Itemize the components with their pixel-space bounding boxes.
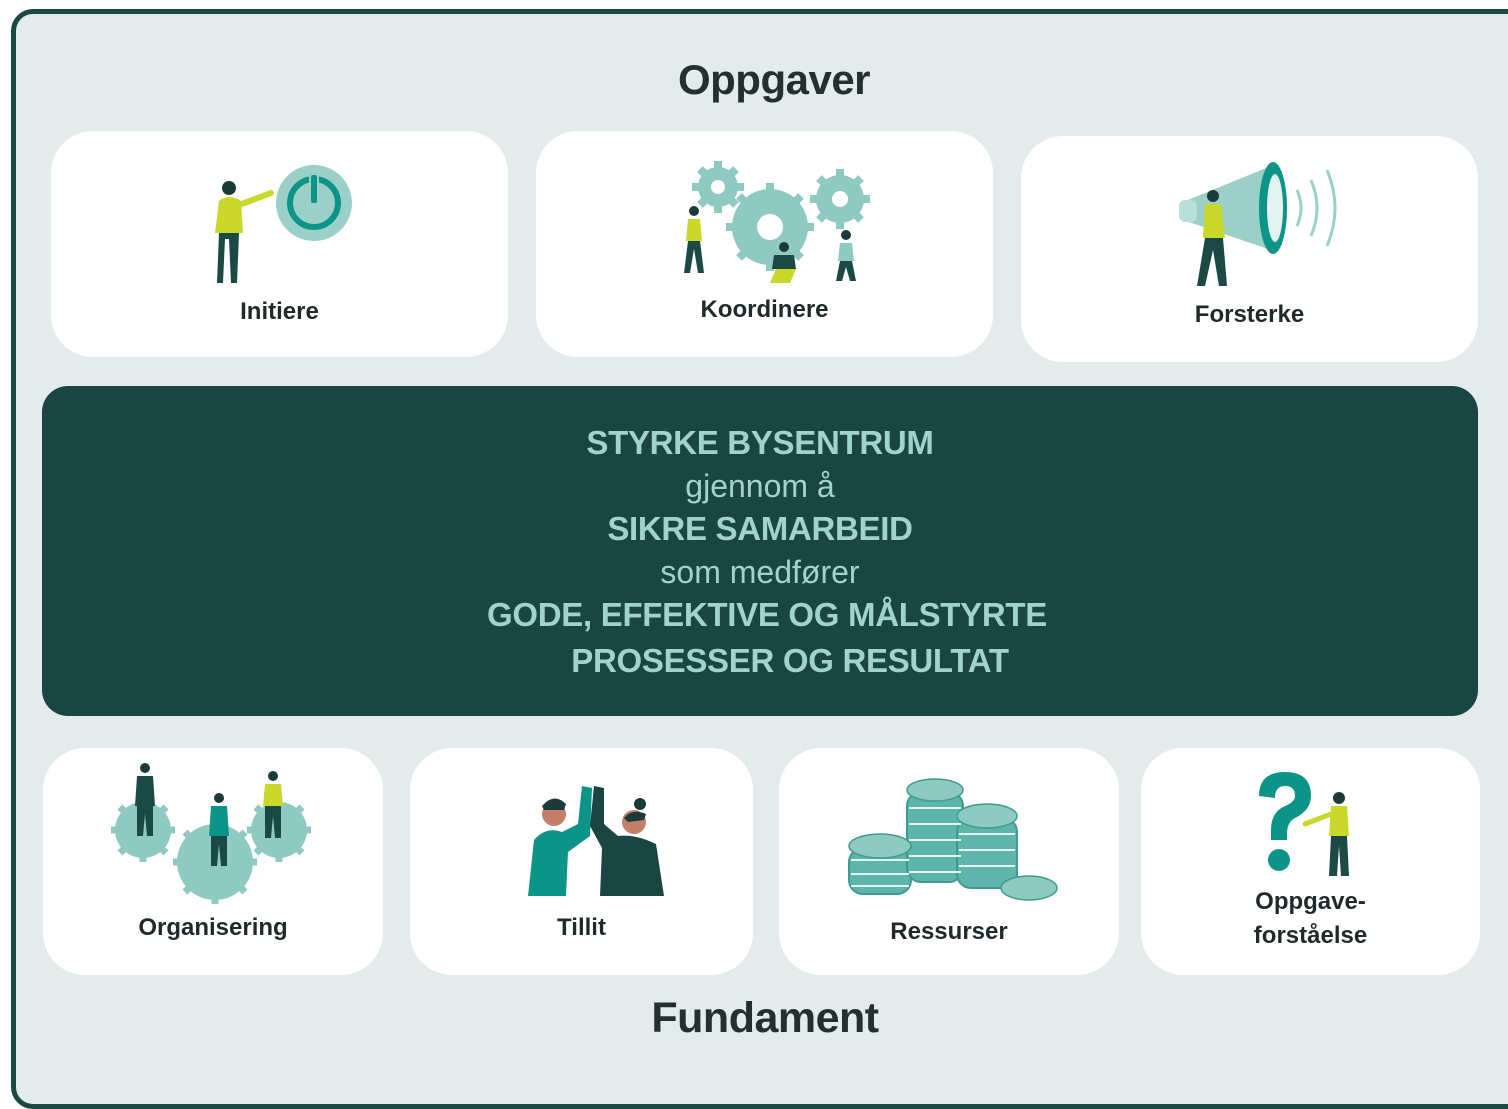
task-label-initiere: Initiere xyxy=(240,298,319,325)
question-mark-icon xyxy=(1259,772,1349,876)
bottom-heading: Fundament xyxy=(651,994,879,1042)
mission-line-2: gjennom å xyxy=(685,468,835,504)
gears-team-icon xyxy=(684,161,870,283)
task-card-forsterke: Forsterke xyxy=(1021,136,1478,362)
mission-line-6: PROSESSER OG RESULTAT xyxy=(571,642,1009,679)
mission-line-5: GODE, EFFEKTIVE OG MÅLSTYRTE xyxy=(487,596,1047,633)
high-five-icon xyxy=(528,786,664,896)
foundation-label-ressurser: Ressurser xyxy=(890,918,1008,945)
power-button-icon xyxy=(215,165,352,283)
mission-line-4: som medfører xyxy=(660,554,860,590)
task-label-forsterke: Forsterke xyxy=(1194,301,1305,328)
foundation-label-organisering: Organisering xyxy=(138,914,288,941)
megaphone-icon xyxy=(1179,162,1337,286)
foundation-card-organisering: Organisering xyxy=(43,748,383,975)
people-on-gears-icon xyxy=(111,763,311,904)
coin-stacks-icon xyxy=(848,778,1058,901)
foundation-label-oppgave-line2: forståelse xyxy=(1253,922,1368,949)
foundation-card-tillit: Tillit xyxy=(410,748,753,975)
task-card-initiere: Initiere xyxy=(51,131,508,357)
task-label-koordinere: Koordinere xyxy=(700,296,829,323)
top-heading: Oppgaver xyxy=(677,56,871,103)
mission-line-3: SIKRE SAMARBEID xyxy=(607,510,913,547)
mission-panel: STYRKE BYSENTRUM gjennom å SIKRE SAMARBE… xyxy=(42,386,1478,716)
foundation-label-tillit: Tillit xyxy=(557,914,606,941)
task-card-koordinere: Koordinere xyxy=(536,131,993,357)
mission-line-1: STYRKE BYSENTRUM xyxy=(586,424,934,461)
foundation-card-oppgaveforstaelse: Oppgave- forståelse xyxy=(1141,748,1480,975)
foundation-card-ressurser: Ressurser xyxy=(779,748,1119,975)
foundation-label-oppgave-line1: Oppgave- xyxy=(1255,888,1366,915)
